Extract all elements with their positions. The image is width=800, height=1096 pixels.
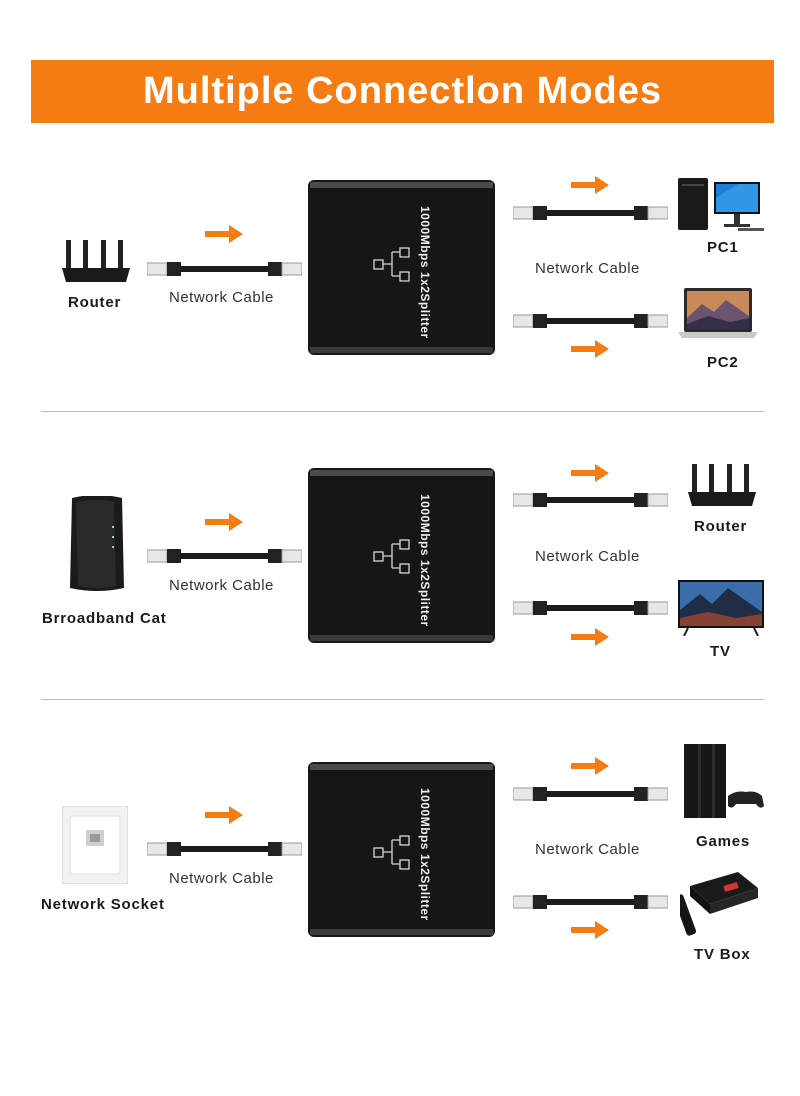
output-cable-icon <box>513 203 668 223</box>
input-cable-icon <box>147 546 302 566</box>
splitter-label: 1000Mbps 1x2Splitter <box>418 788 432 921</box>
tv-icon <box>678 580 764 636</box>
output-arrow-icon <box>571 340 609 358</box>
input-arrow-icon <box>205 806 243 824</box>
input-cable-label: Network Cable <box>169 289 274 306</box>
wall-socket-icon <box>62 806 128 884</box>
source-label: Network Socket <box>41 896 165 913</box>
game-console-icon <box>684 744 764 820</box>
output-label: TV <box>710 643 731 660</box>
title-banner: Multiple Connectlon Modes <box>31 60 774 123</box>
splitter-device <box>308 468 495 643</box>
mode-router: Router Network Cable 1000Mbps 1x2Splitt <box>0 172 800 432</box>
output-arrow-icon <box>571 921 609 939</box>
input-arrow-icon <box>205 225 243 243</box>
section-divider <box>41 411 764 412</box>
input-cable-label: Network Cable <box>169 870 274 887</box>
input-cable-label: Network Cable <box>169 577 274 594</box>
output-cable-icon <box>513 598 668 618</box>
section-divider <box>41 699 764 700</box>
output-cable-icon <box>513 892 668 912</box>
output-arrow-icon <box>571 464 609 482</box>
output-arrow-icon <box>571 628 609 646</box>
page-title: Multiple Connectlon Modes <box>143 70 662 112</box>
output-cable-icon <box>513 784 668 804</box>
output-cable-label: Network Cable <box>535 548 640 565</box>
router-icon <box>686 464 758 510</box>
output-cable-label: Network Cable <box>535 841 640 858</box>
mode-network-socket: Network Socket Network Cable 1000Mbps 1x… <box>0 744 800 1014</box>
output-cable-label: Network Cable <box>535 260 640 277</box>
splitter-label: 1000Mbps 1x2Splitter <box>418 494 432 627</box>
laptop-icon <box>678 288 758 342</box>
input-arrow-icon <box>205 513 243 531</box>
output-arrow-icon <box>571 176 609 194</box>
tv-box-icon <box>680 864 760 938</box>
splitter-label: 1000Mbps 1x2Splitter <box>418 206 432 339</box>
output-label: PC2 <box>707 354 739 371</box>
output-label: TV Box <box>694 946 751 963</box>
modem-icon <box>62 496 132 596</box>
source-label: Router <box>68 294 122 311</box>
output-label: PC1 <box>707 239 739 256</box>
splitter-device <box>308 762 495 937</box>
input-cable-icon <box>147 259 302 279</box>
source-label: Brroadband Cat <box>42 610 167 627</box>
splitter-device <box>308 180 495 355</box>
output-label: Router <box>694 518 748 535</box>
output-arrow-icon <box>571 757 609 775</box>
router-icon <box>60 240 132 286</box>
input-cable-icon <box>147 839 302 859</box>
desktop-pc-icon <box>678 178 766 232</box>
mode-broadband: Brroadband Cat Network Cable 1000Mbps 1x… <box>0 460 800 720</box>
output-cable-icon <box>513 311 668 331</box>
output-cable-icon <box>513 490 668 510</box>
output-label: Games <box>696 833 751 850</box>
